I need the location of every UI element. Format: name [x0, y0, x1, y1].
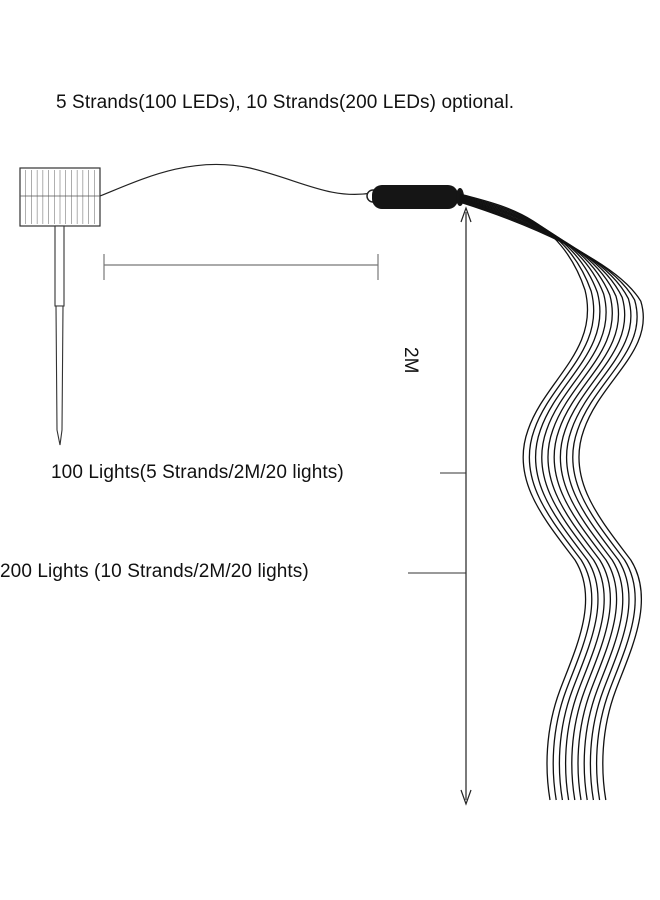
- light-strands: [459, 193, 644, 801]
- light-strand: [459, 196, 613, 801]
- light-strand: [459, 200, 638, 801]
- light-strand: [459, 193, 589, 801]
- heading-text: 5 Strands(100 LEDs), 10 Strands(200 LEDs…: [56, 92, 515, 113]
- light-strand: [459, 196, 607, 801]
- solar-panel-icon: [19, 167, 101, 227]
- strand-length-dimension: [460, 206, 472, 806]
- light-strand: [459, 197, 620, 801]
- light-strand: [459, 201, 644, 801]
- controller-box-icon: [366, 185, 464, 209]
- light-strand: [459, 195, 601, 801]
- light-strand: [459, 194, 595, 801]
- light-strand: [459, 198, 626, 801]
- light-strand: [459, 199, 632, 801]
- ground-stake-icon: [54, 225, 65, 446]
- strand-length-label: 2M: [400, 347, 421, 374]
- callout-100-lights: 100 Lights(5 Strands/2M/20 lights): [51, 462, 344, 483]
- callout-200-lights: 200 Lights (10 Strands/2M/20 lights): [0, 561, 309, 582]
- cable-length-indicator: [103, 254, 379, 280]
- panel-cable: [99, 163, 373, 197]
